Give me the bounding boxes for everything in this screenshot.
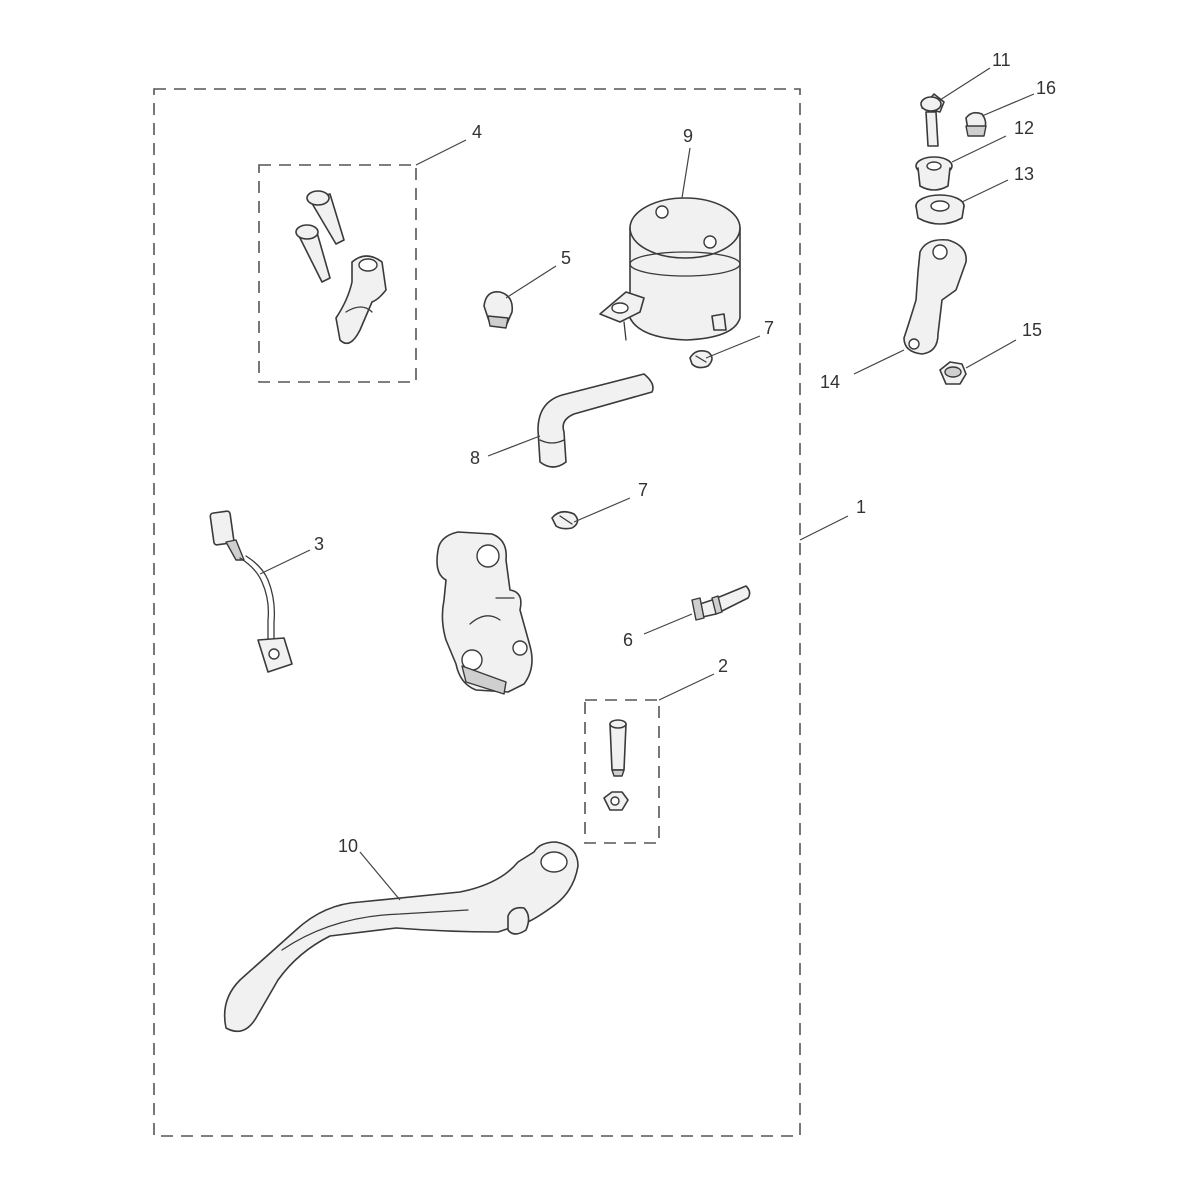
part-11-bolt: [920, 93, 945, 147]
leader-13: [961, 179, 1009, 203]
leader-10: [359, 851, 401, 901]
callout-5: 5: [561, 248, 571, 268]
leader-lines: [259, 67, 1035, 901]
leader-14: [853, 349, 905, 375]
part-1-master-cylinder: [436, 531, 533, 695]
leader-1: [799, 515, 849, 541]
leader-11: [939, 67, 991, 101]
leader-6: [643, 613, 693, 635]
leader-8: [487, 435, 541, 457]
callout-16: 16: [1036, 78, 1056, 98]
part-16-screw: [965, 111, 987, 137]
leader-4: [415, 139, 467, 166]
leader-15: [965, 339, 1017, 369]
kit-boundary-1: [153, 88, 801, 1137]
part-13-grommet: [915, 194, 965, 225]
leader-7a: [705, 335, 761, 359]
leader-2: [658, 673, 715, 701]
part-10-lever: [223, 841, 579, 1033]
callout-15: 15: [1022, 320, 1042, 340]
callout-12: 12: [1014, 118, 1034, 138]
kit-boundary-2: [584, 699, 660, 844]
callout-11: 11: [992, 50, 1011, 70]
kit-boundary-4: [258, 164, 417, 383]
callout-4: 4: [472, 122, 482, 142]
leader-9: [681, 147, 691, 199]
part-9-reservoir: [599, 197, 741, 341]
callout-14: 14: [820, 372, 840, 392]
callout-8: 8: [470, 448, 480, 468]
handlebar-clamp: [335, 255, 387, 345]
callout-1: 1: [856, 497, 866, 517]
leader-16: [981, 93, 1035, 117]
part-7-hose-clip-upper: [689, 350, 713, 369]
leader-7b: [573, 497, 631, 523]
part-5-plug: [483, 290, 514, 329]
callout-10: 10: [338, 836, 358, 856]
part-3-switch: [209, 510, 293, 673]
part-8-hose: [537, 373, 654, 468]
clamp-bolt: [295, 224, 331, 283]
part-2-pivot-kit: [603, 719, 629, 811]
part-14-bracket: [903, 238, 967, 355]
part-12-collar: [915, 156, 953, 191]
leader-3: [259, 549, 311, 575]
callout-7-upper: 7: [764, 318, 774, 338]
leader-5: [505, 265, 557, 299]
callout-7-lower: 7: [638, 480, 648, 500]
callout-13: 13: [1014, 164, 1034, 184]
part-15-nut: [939, 361, 967, 385]
part-7-hose-clip-lower: [551, 510, 579, 530]
callout-labels: 1 2 3 4 5 6 7 7 8 9 10 11 12 13 14 15 16: [314, 50, 1056, 856]
clamp-bolt: [306, 190, 345, 245]
callout-9: 9: [683, 126, 693, 146]
leader-12: [951, 135, 1007, 163]
callout-2: 2: [718, 656, 728, 676]
part-6-fitting: [691, 585, 751, 621]
part-4-clamp-assembly: [295, 190, 387, 345]
callout-3: 3: [314, 534, 324, 554]
callout-6: 6: [623, 630, 633, 650]
